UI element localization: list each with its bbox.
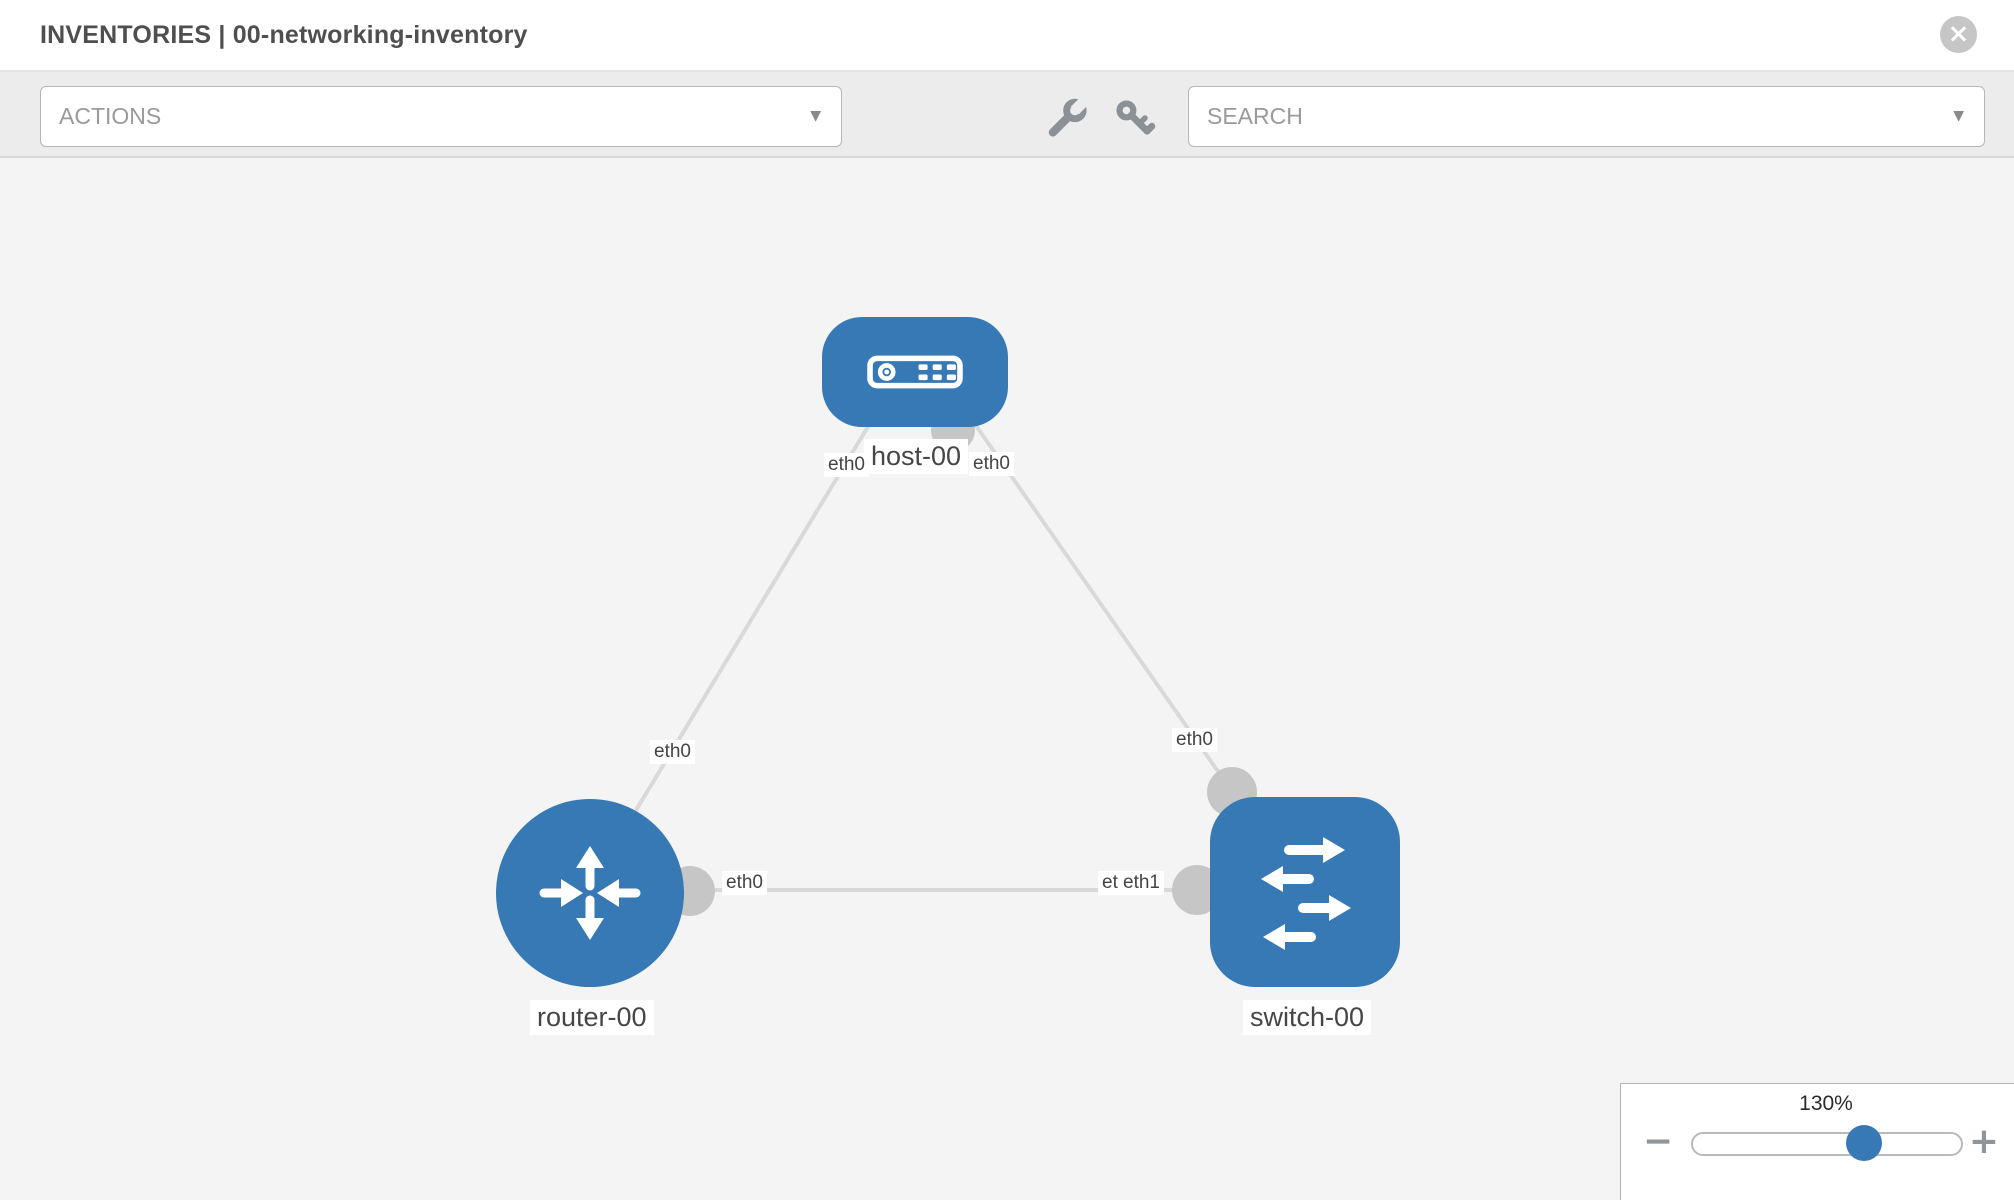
plus-icon: + bbox=[1968, 1121, 2000, 1162]
node-label-host: host-00 bbox=[864, 439, 969, 474]
wrench-button[interactable] bbox=[1046, 92, 1093, 140]
switch-icon bbox=[1261, 837, 1351, 950]
actions-dropdown[interactable]: ACTIONS ▼ bbox=[40, 86, 842, 147]
wrench-icon bbox=[1048, 92, 1093, 137]
link-host-router[interactable] bbox=[613, 418, 874, 847]
interface-label: eth0 bbox=[722, 871, 767, 895]
zoom-slider-handle[interactable] bbox=[1846, 1125, 1882, 1161]
key-button[interactable] bbox=[1112, 96, 1156, 140]
toolbar: ACTIONS ▼ SEARCH ▼ bbox=[0, 72, 2014, 158]
key-icon bbox=[1116, 100, 1156, 135]
zoom-panel: 130% − + bbox=[1620, 1083, 2014, 1200]
search-dropdown-label: SEARCH bbox=[1207, 103, 1303, 129]
topology-canvas[interactable] bbox=[0, 158, 2014, 1200]
node-switch-00[interactable] bbox=[1210, 797, 1400, 987]
header: INVENTORIES | 00-networking-inventory × bbox=[0, 0, 2014, 72]
search-dropdown[interactable]: SEARCH ▼ bbox=[1188, 86, 1985, 147]
actions-dropdown-label: ACTIONS bbox=[59, 103, 162, 129]
interface-label: eth0 bbox=[969, 452, 1014, 476]
interface-label: eth1 bbox=[1119, 871, 1164, 895]
node-label-switch: switch-00 bbox=[1243, 1000, 1372, 1035]
zoom-out-button[interactable]: − bbox=[1641, 1124, 1675, 1160]
chevron-down-icon: ▼ bbox=[810, 108, 821, 124]
node-label-router: router-00 bbox=[530, 1000, 654, 1035]
zoom-slider[interactable] bbox=[1691, 1132, 1963, 1156]
close-icon: × bbox=[1947, 19, 1970, 49]
chevron-down-icon: ▼ bbox=[1953, 108, 1964, 124]
interface-label: eth0 bbox=[650, 740, 695, 764]
page-title: INVENTORIES | 00-networking-inventory bbox=[40, 21, 528, 49]
node-router-00[interactable] bbox=[496, 799, 684, 987]
close-button[interactable]: × bbox=[1940, 16, 1977, 53]
node-host-00[interactable] bbox=[822, 317, 1008, 427]
minus-icon: − bbox=[1642, 1121, 1674, 1162]
interface-label: eth0 bbox=[1172, 728, 1217, 752]
router-icon bbox=[539, 846, 641, 940]
host-icon bbox=[867, 355, 963, 389]
interface-label: eth0 bbox=[824, 453, 869, 477]
zoom-level: 130% bbox=[1799, 1092, 1853, 1115]
zoom-in-button[interactable]: + bbox=[1967, 1124, 2001, 1160]
